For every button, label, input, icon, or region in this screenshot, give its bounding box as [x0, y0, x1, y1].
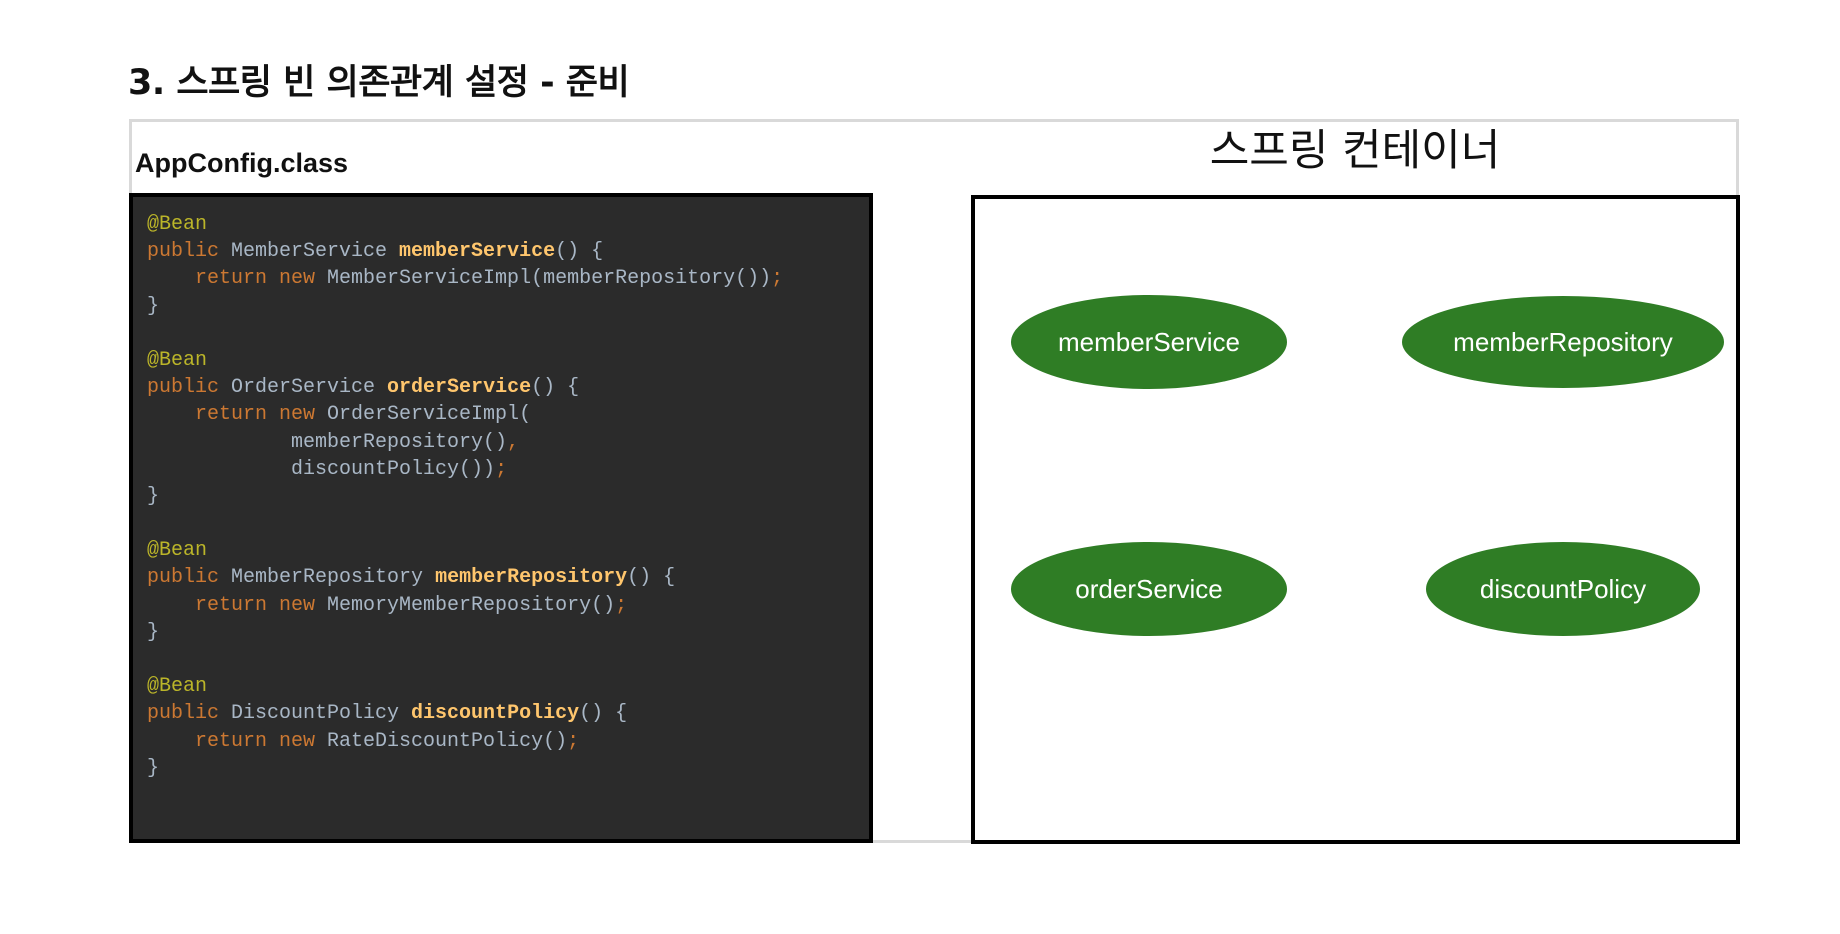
- bean-member-service: memberService: [1011, 295, 1287, 389]
- code-token-keyword: return new: [147, 403, 328, 427]
- code-token-annotation: @Bean: [147, 675, 208, 699]
- code-token-plain: MemberService: [231, 240, 400, 264]
- code-token-plain: () {: [531, 376, 580, 400]
- code-token-keyword: ;: [567, 729, 580, 753]
- code-token-annotation: @Bean: [147, 213, 208, 236]
- code-token-plain: }: [147, 294, 160, 318]
- code-token-keyword: return new: [147, 267, 328, 291]
- code-token-plain: }: [147, 620, 160, 644]
- code-token-plain: () {: [579, 702, 628, 726]
- code-token-plain: OrderServiceImpl(: [327, 403, 532, 427]
- code-token-plain: memberRepository(): [147, 430, 508, 454]
- bean-label: memberService: [1057, 326, 1241, 357]
- code-token-annotation: @Bean: [147, 348, 208, 372]
- code-line: }: [147, 619, 869, 646]
- code-line: return new RateDiscountPolicy();: [147, 728, 869, 755]
- code-token-plain: }: [147, 484, 160, 508]
- code-line: @Bean: [147, 211, 869, 238]
- code-token-method: discountPolicy: [411, 702, 580, 726]
- spring-container-box: [971, 195, 1740, 844]
- code-token-keyword: public: [147, 240, 232, 264]
- code-line: discountPolicy());: [147, 456, 869, 483]
- bean-order-service: orderService: [1011, 542, 1287, 636]
- code-line: }: [147, 483, 869, 510]
- code-token-keyword: ;: [615, 593, 628, 617]
- code-token-method: orderService: [387, 376, 532, 400]
- code-token-plain: () {: [555, 240, 604, 264]
- code-token-plain: RateDiscountPolicy(): [327, 729, 568, 753]
- bean-label: memberRepository: [1453, 326, 1673, 357]
- code-line: [147, 646, 869, 673]
- code-token-keyword: public: [147, 702, 232, 726]
- code-token-keyword: ,: [507, 430, 520, 454]
- code-line: memberRepository(),: [147, 429, 869, 456]
- code-token-plain: MemoryMemberRepository(): [327, 593, 616, 617]
- page-title: 3. 스프링 빈 의존관계 설정 - 준비: [128, 63, 630, 103]
- code-line: [147, 510, 869, 537]
- code-token-keyword: ;: [771, 267, 784, 291]
- code-token-plain: MemberServiceImpl(memberRepository()): [327, 267, 772, 291]
- bean-member-repository: memberRepository: [1402, 296, 1724, 388]
- code-line: @Bean: [147, 673, 869, 700]
- code-line: }: [147, 293, 869, 320]
- code-token-method: memberService: [399, 240, 556, 264]
- code-line: return new OrderServiceImpl(: [147, 401, 869, 428]
- code-token-plain: OrderService: [231, 376, 388, 400]
- code-token-annotation: @Bean: [147, 539, 208, 563]
- code-line: @Bean: [147, 537, 869, 564]
- code-token-keyword: public: [147, 566, 232, 590]
- code-token-keyword: return new: [147, 593, 328, 617]
- bean-label: discountPolicy: [1479, 573, 1647, 604]
- code-line: [147, 320, 869, 347]
- code-token-keyword: ;: [495, 457, 508, 481]
- code-line: public OrderService orderService() {: [147, 374, 869, 401]
- code-line: public MemberRepository memberRepository…: [147, 564, 869, 591]
- code-line: return new MemberServiceImpl(memberRepos…: [147, 265, 869, 292]
- appconfig-class-label: AppConfig.class: [135, 148, 349, 178]
- code-token-method: memberRepository: [435, 566, 628, 590]
- code-token-plain: DiscountPolicy: [231, 702, 412, 726]
- bean-label: orderService: [1075, 573, 1223, 604]
- code-token-plain: MemberRepository: [231, 566, 436, 590]
- code-line: public MemberService memberService() {: [147, 238, 869, 265]
- code-token-plain: discountPolicy()): [147, 457, 496, 481]
- code-token-plain: }: [147, 756, 160, 780]
- code-line: public DiscountPolicy discountPolicy() {: [147, 700, 869, 727]
- spring-container-title: 스프링 컨테이너: [1209, 126, 1501, 176]
- code-line: return new MemoryMemberRepository();: [147, 592, 869, 619]
- code-line: @Bean: [147, 347, 869, 374]
- code-line: }: [147, 755, 869, 782]
- bean-discount-policy: discountPolicy: [1426, 542, 1700, 636]
- code-token-plain: () {: [627, 566, 676, 590]
- code-token-keyword: return new: [147, 729, 328, 753]
- code-token-keyword: public: [147, 376, 232, 400]
